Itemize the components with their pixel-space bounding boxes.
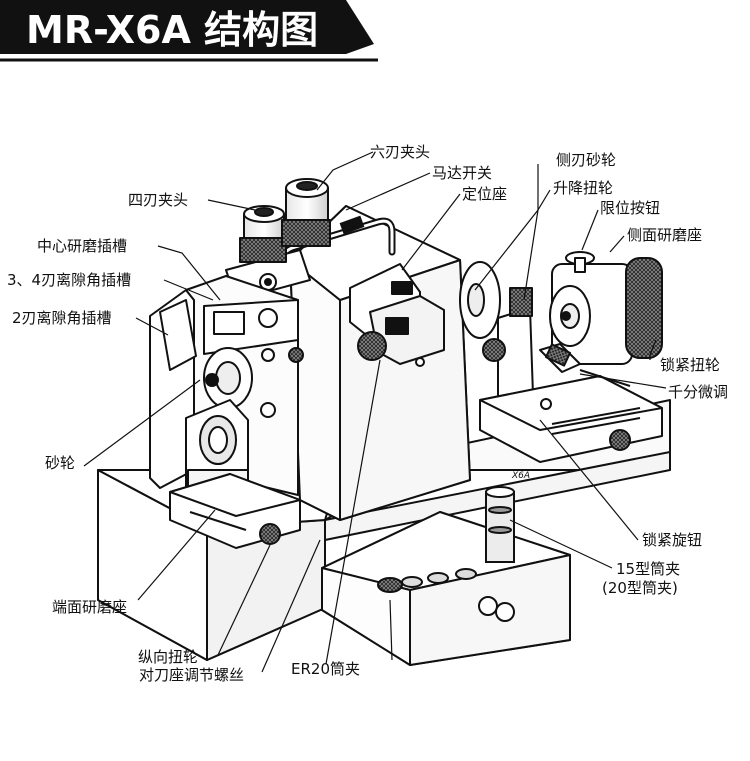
- drawer-handle-knobs[interactable]: [478, 596, 515, 622]
- title-banner-shape: [0, 0, 382, 62]
- label-er20-collet: ER20筒夹: [291, 660, 360, 678]
- label-collet-15: 15型筒夹: [616, 560, 681, 578]
- motor-switch-part[interactable]: [339, 215, 365, 235]
- title-banner: MR-X6A 结构图: [0, 0, 395, 62]
- label-tool-seat-screw: 对刀座调节螺丝: [139, 666, 245, 684]
- label-end-grinding-seat: 端面研磨座: [52, 598, 128, 616]
- label-side-grinding-seat: 侧面研磨座: [627, 226, 703, 244]
- label-motor-switch: 马达开关: [432, 164, 493, 182]
- label-micrometer: 千分微调: [668, 383, 729, 401]
- left-wheel-assembly: [149, 275, 304, 501]
- page-title: MR-X6A 结构图: [26, 8, 319, 52]
- label-center-grinding-slot: 中心研磨插槽: [37, 237, 128, 255]
- label-side-blade-wheel: 侧刃砂轮: [556, 151, 617, 169]
- label-grinding-wheel: 砂轮: [45, 454, 76, 472]
- end-grinding-seat-part: [169, 473, 301, 549]
- label-six-blade-chuck: 六刃夹头: [370, 143, 431, 161]
- label-collet-20: (20型筒夹): [602, 579, 678, 597]
- label-clearance-slot-2: 2刃离隙角插槽: [12, 309, 112, 327]
- leader-lines: [83, 151, 667, 673]
- machine-mark: X6A: [511, 471, 530, 481]
- positioning-seat-part: [349, 263, 445, 367]
- label-longitudinal-knob: 纵向扭轮: [138, 648, 199, 666]
- drawer-collets: [377, 568, 477, 593]
- label-lock-knob: 锁紧扭轮: [660, 356, 721, 374]
- main-housing: [278, 205, 471, 521]
- label-four-blade-chuck: 四刃夹头: [128, 191, 189, 209]
- label-lift-knob: 升降扭轮: [553, 179, 614, 197]
- label-clearance-slot-34: 3、4刃离隙角插槽: [7, 271, 132, 289]
- drawer[interactable]: [321, 511, 571, 666]
- collet-15-holder: [485, 486, 515, 563]
- label-limit-button: 限位按钮: [600, 199, 661, 217]
- label-positioning-seat: 定位座: [462, 185, 508, 203]
- label-lock-spin-knob: 锁紧旋钮: [642, 531, 703, 549]
- side-wheel-assembly: X6A: [459, 251, 663, 481]
